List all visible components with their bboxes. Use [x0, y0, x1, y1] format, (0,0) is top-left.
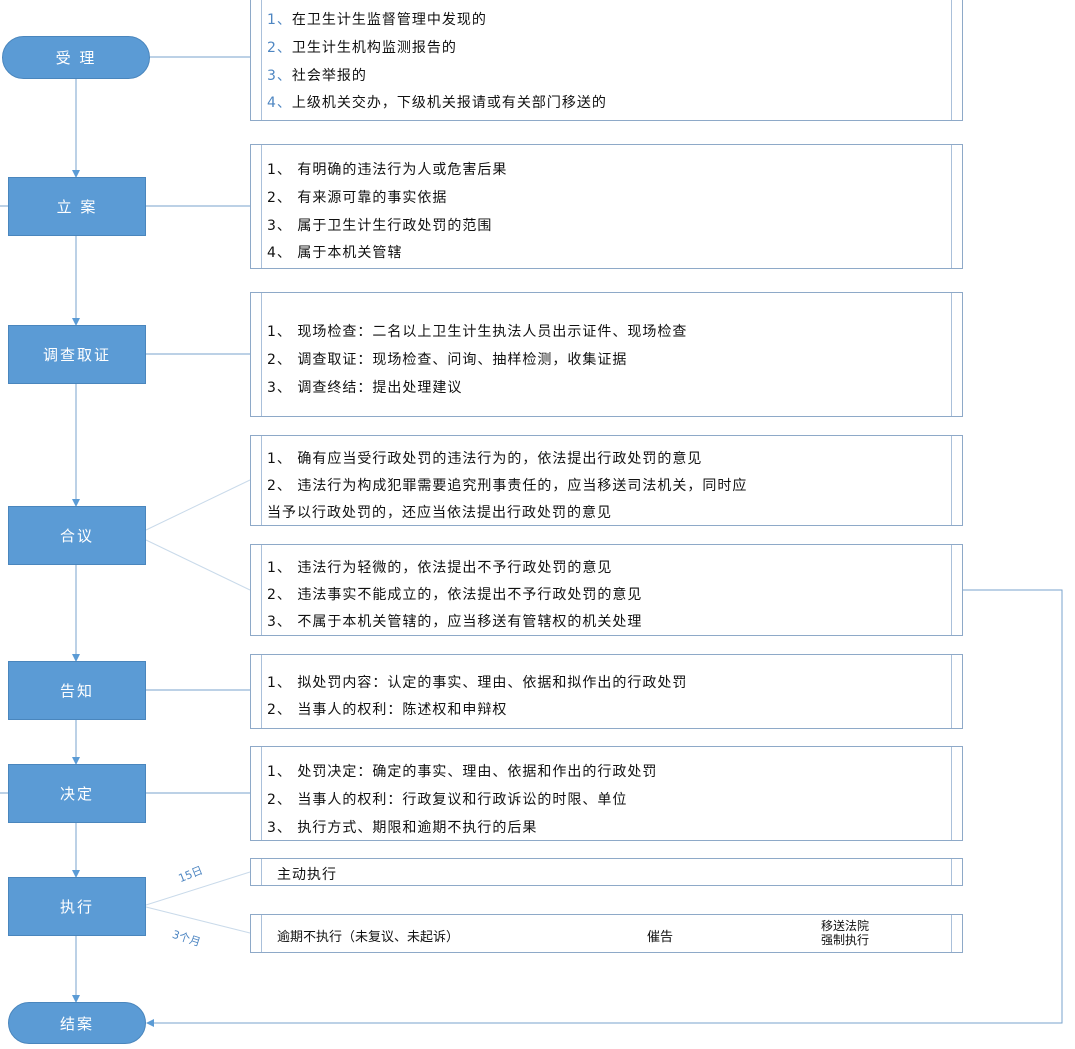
list-item: 1、 现场检查：二名以上卫生计生执法人员出示证件、现场检查: [267, 324, 688, 340]
list-item: 2、 违法行为构成犯罪需要追究刑事责任的，应当移送司法机关，同时应: [267, 478, 748, 494]
list-item: 2、 调查取证：现场检查、问询、抽样检测，收集证据: [267, 352, 628, 368]
court-enforcement-label: 移送法院 强制执行: [821, 919, 870, 947]
list-item: 2、 有来源可靠的事实依据: [267, 190, 448, 206]
list-item: 1、 处罚决定：确定的事实、理由、依据和作出的行政处罚: [267, 764, 658, 780]
accept-conditions-box: 1、在卫生计生监督管理中发现的 2、卫生计生机构监测报告的 3、社会举报的 4、…: [250, 0, 963, 121]
urge-days-label: 10日: [726, 930, 745, 939]
item-number: 3、: [267, 68, 292, 84]
file-case-conditions-box: 1、 有明确的违法行为人或危害后果 2、 有来源可靠的事实依据 3、 属于卫生计…: [250, 144, 963, 269]
list-item: 1、 确有应当受行政处罚的违法行为的，依法提出行政处罚的意见: [267, 451, 703, 467]
list-item: 当予以行政处罚的，还应当依法提出行政处罚的意见: [267, 505, 612, 521]
list-item: 2、 违法事实不能成立的，依法提出不予行政处罚的意见: [267, 587, 643, 603]
list-item: 4、上级机关交办，下级机关报请或有关部门移送的: [267, 95, 607, 111]
step-close-case: 结案: [8, 1002, 146, 1044]
step-execute: 执行: [8, 877, 146, 936]
list-item: 1、在卫生计生监督管理中发现的: [267, 12, 487, 28]
list-item: 2、 当事人的权利：陈述权和申辩权: [267, 702, 508, 718]
overdue-execution-box: 逾期不执行（未复议、未起诉） 催告 移送法院 强制执行: [250, 914, 963, 953]
list-item: 3、 不属于本机关管辖的，应当移送有管辖权的机关处理: [267, 614, 643, 630]
list-item: 1、 有明确的违法行为人或危害后果: [267, 162, 508, 178]
step-file-case: 立 案: [8, 177, 146, 236]
discuss-no-punish-box: 1、 违法行为轻微的，依法提出不予行政处罚的意见 2、 违法事实不能成立的，依法…: [250, 544, 963, 636]
urge-label: 催告: [647, 930, 674, 945]
step-investigate: 调查取证: [8, 325, 146, 384]
step-decide: 决定: [8, 764, 146, 823]
list-item: 2、 当事人的权利：行政复议和行政诉讼的时限、单位: [267, 792, 628, 808]
investigation-box: 1、 现场检查：二名以上卫生计生执法人员出示证件、现场检查 2、 调查取证：现场…: [250, 292, 963, 417]
item-number: 1、: [267, 12, 292, 28]
step-notify: 告知: [8, 661, 146, 720]
list-item: 3、 调查终结：提出处理建议: [267, 380, 463, 396]
list-item: 1、 拟处罚内容：认定的事实、理由、依据和拟作出的行政处罚: [267, 675, 688, 691]
voluntary-execution-box: 主动执行: [250, 858, 963, 886]
list-item: 3、 执行方式、期限和逾期不执行的后果: [267, 820, 538, 836]
overdue-label: 逾期不执行（未复议、未起诉）: [277, 930, 460, 945]
decision-box: 1、 处罚决定：确定的事实、理由、依据和作出的行政处罚 2、 当事人的权利：行政…: [250, 746, 963, 841]
item-number: 2、: [267, 40, 292, 56]
item-number: 4、: [267, 95, 292, 111]
list-item: 3、社会举报的: [267, 68, 367, 84]
notify-box: 1、 拟处罚内容：认定的事实、理由、依据和拟作出的行政处罚 2、 当事人的权利：…: [250, 654, 963, 729]
list-item: 1、 违法行为轻微的，依法提出不予行政处罚的意见: [267, 560, 613, 576]
step-accept: 受 理: [2, 36, 150, 79]
list-item: 2、卫生计生机构监测报告的: [267, 40, 457, 56]
list-item: 3、 属于卫生计生行政处罚的范围: [267, 218, 493, 234]
list-item: 4、 属于本机关管辖: [267, 245, 403, 261]
discuss-punish-box: 1、 确有应当受行政处罚的违法行为的，依法提出行政处罚的意见 2、 违法行为构成…: [250, 435, 963, 526]
step-discuss: 合议: [8, 506, 146, 565]
voluntary-execution-label: 主动执行: [277, 867, 337, 883]
